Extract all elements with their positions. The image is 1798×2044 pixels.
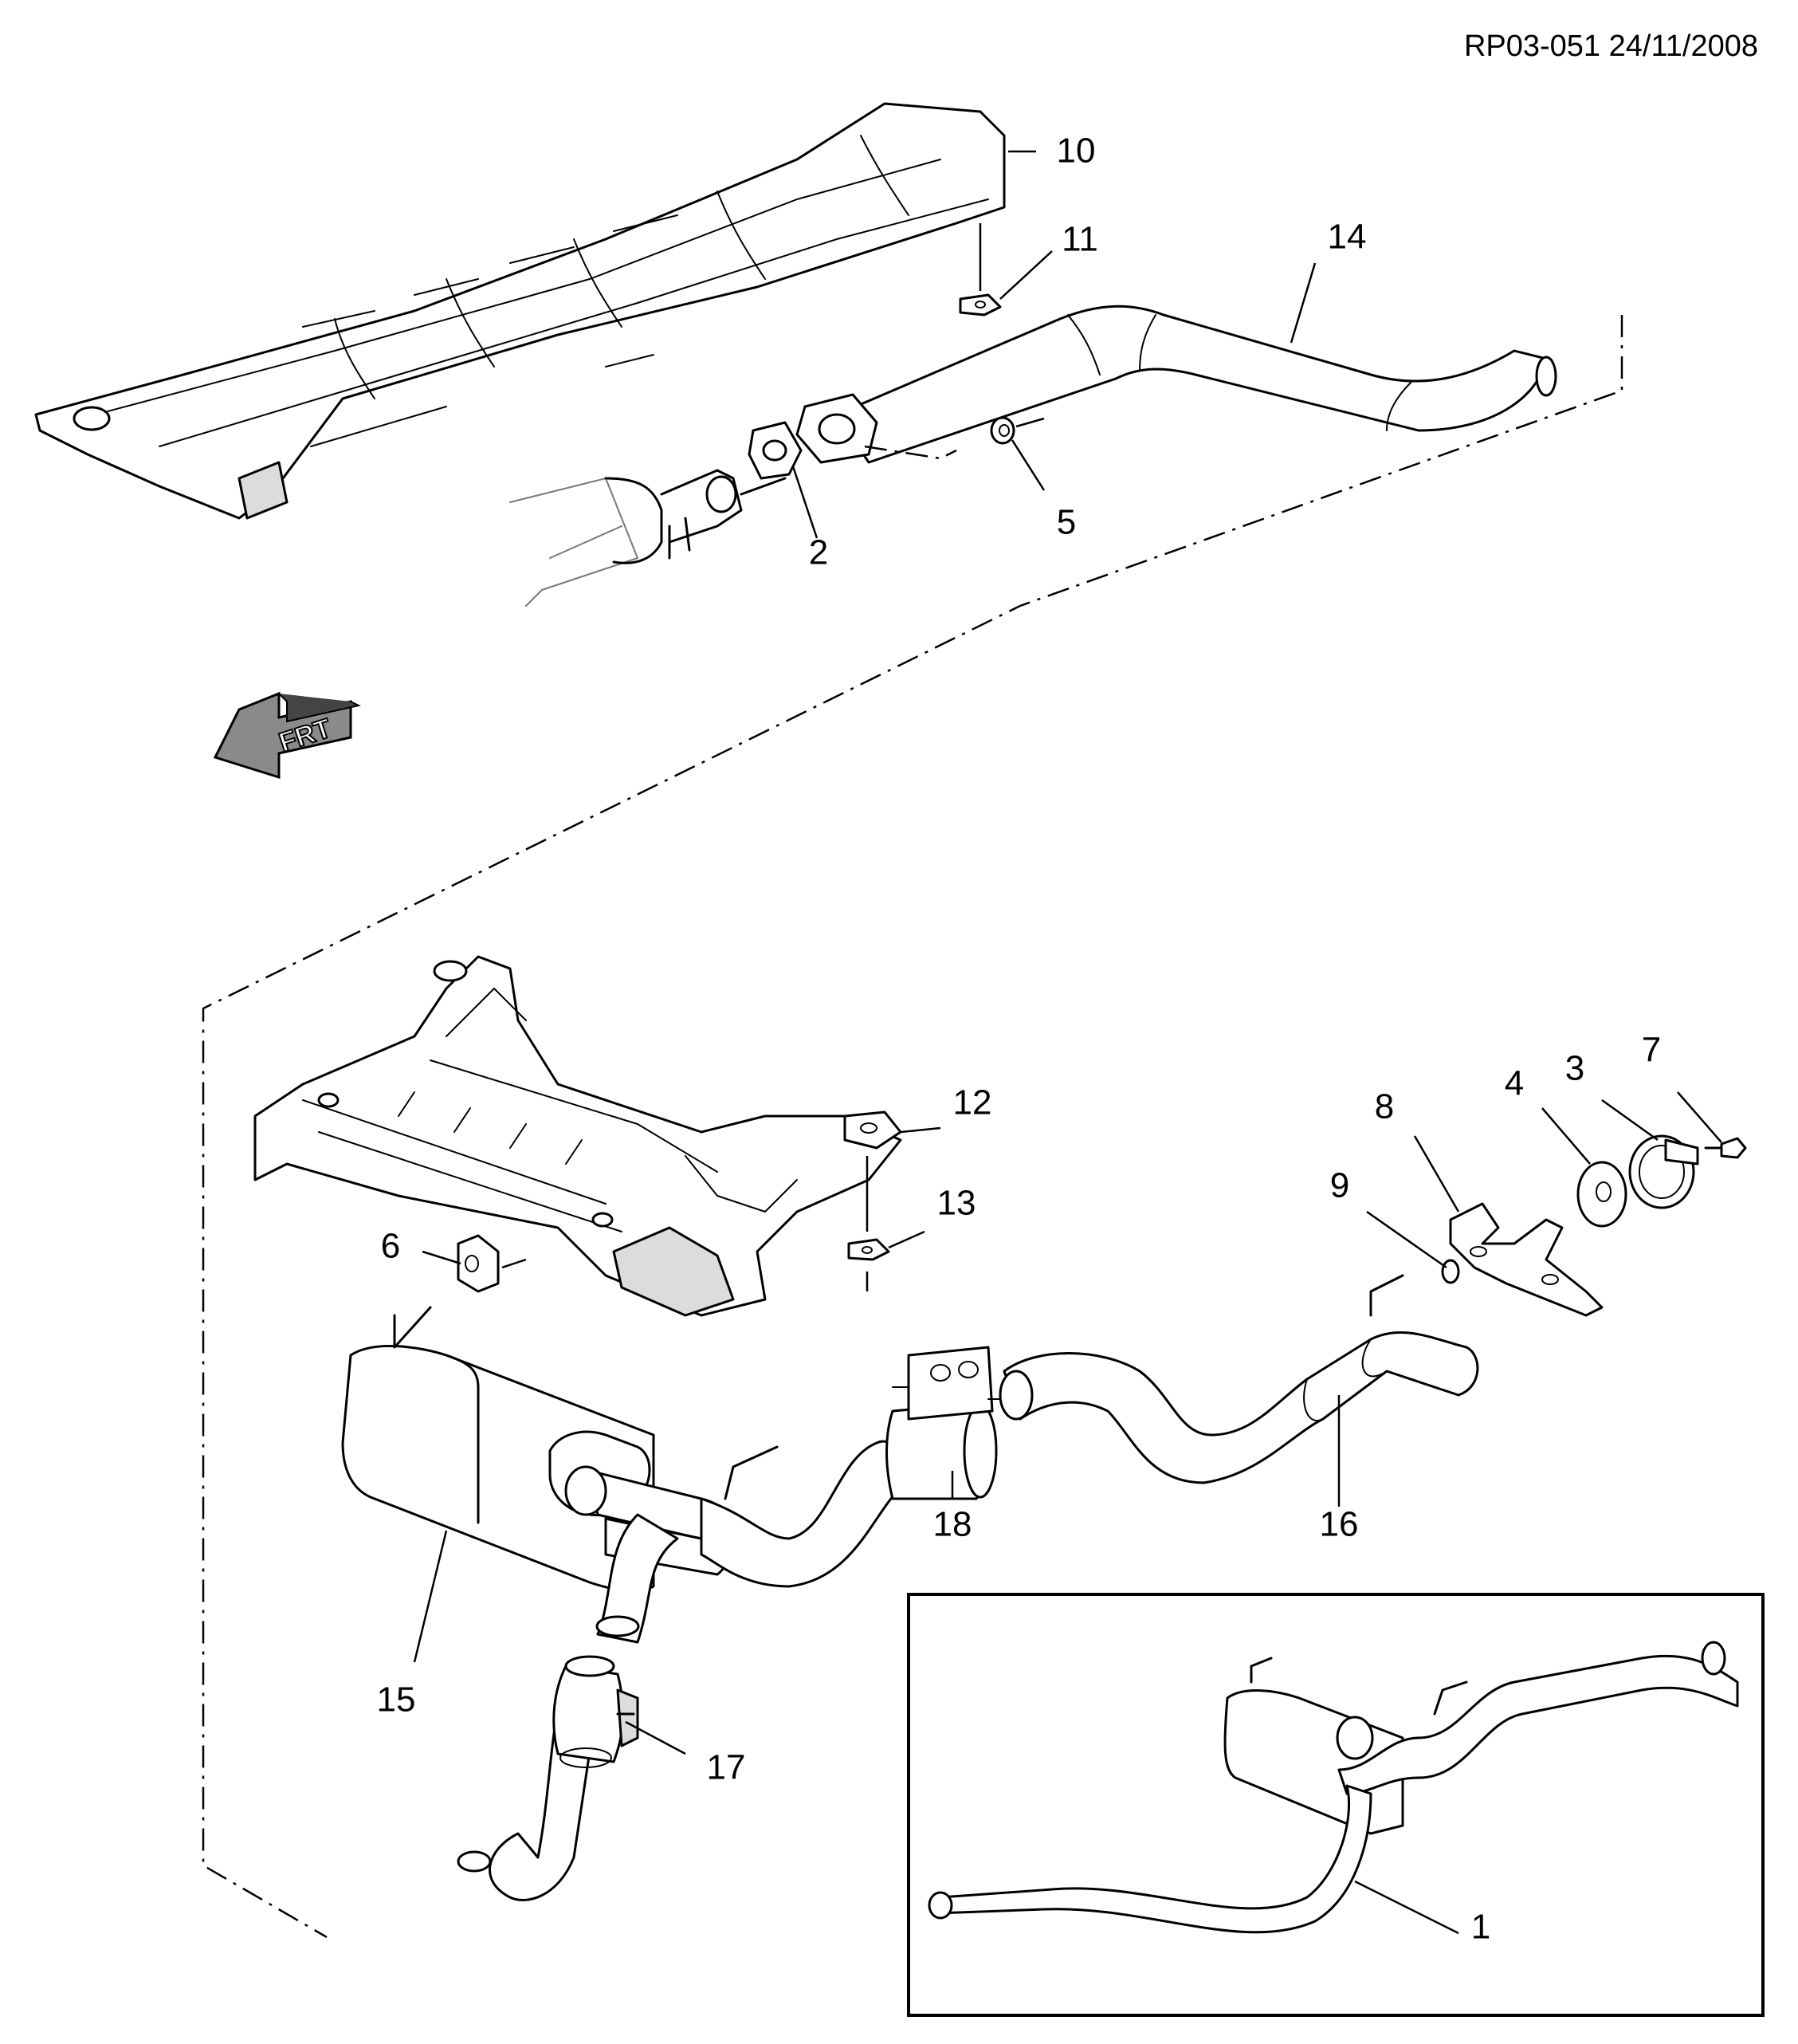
callout-13: 13 <box>937 1184 976 1223</box>
callout-18: 18 <box>933 1505 972 1544</box>
callout-14: 14 <box>1328 218 1367 257</box>
rubber-hanger-icon <box>457 1234 527 1293</box>
clamp-icon <box>1628 1134 1699 1209</box>
clamp-icon <box>552 1655 639 1768</box>
callout-9: 9 <box>1330 1166 1349 1205</box>
muffler-icon <box>341 1306 732 1592</box>
callout-6: 6 <box>381 1227 400 1266</box>
callout-17: 17 <box>707 1748 746 1787</box>
callout-4: 4 <box>1505 1064 1524 1103</box>
section-boundary <box>202 315 1623 1939</box>
intermediate-pipe-icon <box>999 1274 1479 1484</box>
callout-1: 1 <box>1471 1908 1490 1947</box>
callout-12: 12 <box>953 1083 992 1122</box>
callout-2: 2 <box>809 533 828 572</box>
callout-16: 16 <box>1320 1505 1359 1544</box>
insulator-icon <box>1441 1259 1460 1284</box>
callout-8: 8 <box>1375 1087 1394 1126</box>
exhaust-assembly-icon <box>928 1641 1739 1934</box>
callout-3: 3 <box>1565 1049 1584 1088</box>
gasket-icon <box>748 421 803 480</box>
heat-shield-icon <box>34 102 1006 520</box>
front-pipe-icon <box>795 305 1557 464</box>
exhaust-assembly-inset <box>907 1593 1765 2017</box>
nut-icon <box>847 1156 890 1291</box>
diagram-reference: RP03-051 24/11/2008 <box>1464 29 1758 63</box>
clamp-icon <box>885 1346 1005 1500</box>
callout-15: 15 <box>377 1680 416 1720</box>
front-direction-arrow-icon: FRT <box>213 691 361 780</box>
crossmember-icon <box>253 955 902 1317</box>
callout-11: 11 <box>1062 220 1098 259</box>
callout-7: 7 <box>1642 1031 1661 1070</box>
callout-5: 5 <box>1057 503 1076 542</box>
nut-icon <box>959 223 1002 316</box>
insulator-icon <box>1576 1161 1627 1228</box>
callout-leaders <box>413 150 1722 1935</box>
callout-labels: 10 11 14 2 5 12 13 6 8 9 4 3 7 16 18 15 … <box>377 132 1662 1947</box>
callout-10: 10 <box>1057 132 1096 171</box>
bolt-icon <box>1704 1137 1747 1159</box>
catalytic-converter-icon <box>509 469 787 607</box>
nut-icon <box>864 416 1045 460</box>
bracket-icon <box>1449 1202 1604 1317</box>
